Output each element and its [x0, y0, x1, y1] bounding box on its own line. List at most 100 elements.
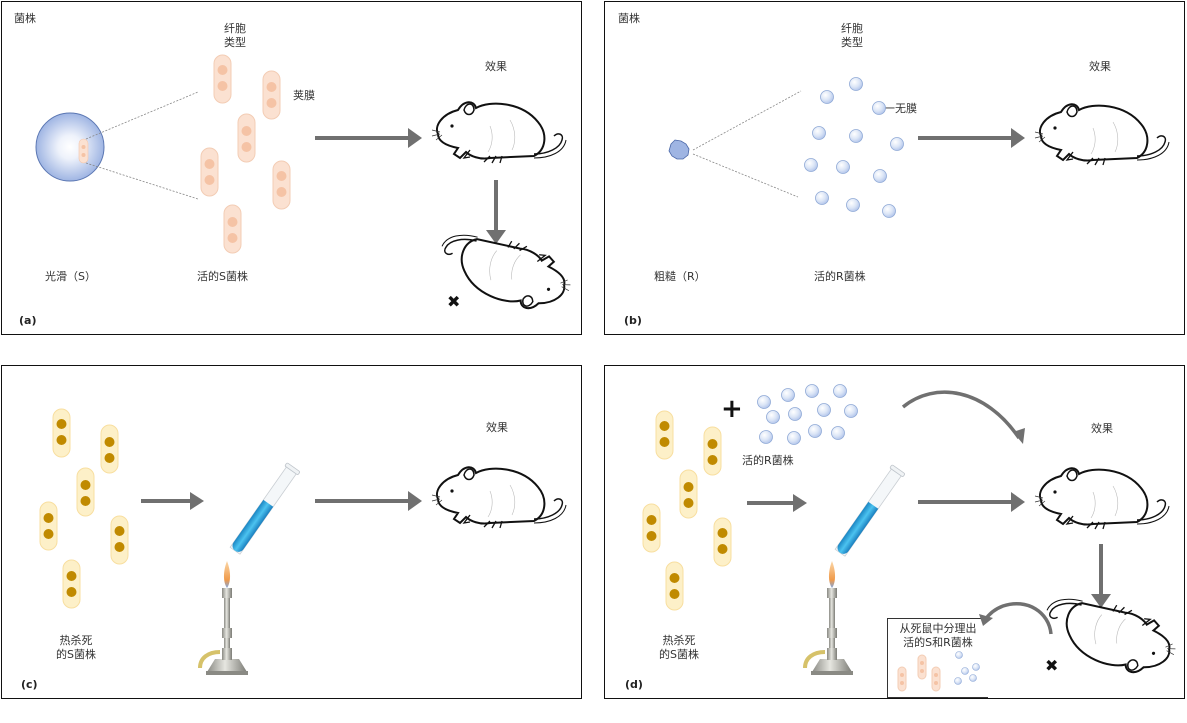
- panel-b: 菌株 纤胞 类型 一无膜 效果 粗糙（R） 活的R菌株 (b): [604, 1, 1185, 335]
- strain-header: 菌株: [14, 12, 36, 25]
- heat-killed-cell: [665, 561, 684, 611]
- heat-killed-s-cells: [642, 410, 732, 611]
- r-cell: [849, 129, 863, 143]
- r-cell: [873, 169, 887, 183]
- r-cell: [766, 410, 780, 424]
- isolation-box: 从死鼠中分理出 活的S和R菌株: [887, 618, 988, 698]
- r-cells: [804, 77, 904, 218]
- plus-sign: +: [721, 394, 743, 424]
- r-cell: [815, 191, 829, 205]
- cell-type-header: 纤胞 类型: [841, 22, 863, 50]
- cell-type-header: 纤胞 类型: [224, 22, 246, 50]
- isolated-r-cell: [955, 651, 963, 659]
- heat-killed-cell: [713, 517, 732, 567]
- effect-header: 效果: [1091, 422, 1113, 435]
- r-cell: [817, 403, 831, 417]
- r-cell: [831, 426, 845, 440]
- isolation-line2: 活的S和R菌株: [903, 636, 973, 649]
- dead-x-icon: ✖: [1045, 656, 1058, 675]
- r-cell: [808, 424, 822, 438]
- arrow-right-head: [190, 492, 204, 510]
- panel-id-label: (d): [625, 678, 643, 691]
- r-cell: [872, 101, 886, 115]
- heat-killed-cell: [76, 467, 95, 517]
- heat-killed-cell: [679, 469, 698, 519]
- s-cells: [200, 54, 291, 254]
- isolated-s-cell: [931, 666, 941, 692]
- panel-d: 效果 活的R菌株 + 热杀死 的S菌株 (d) 从死鼠中分理出 活的S和R菌株: [604, 365, 1185, 699]
- bunsen-burner-icon: [198, 561, 248, 675]
- isolated-r-cell: [972, 663, 980, 671]
- dead-x-icon: ✖: [447, 292, 460, 311]
- r-cell: [846, 198, 860, 212]
- capsule-label: 荚膜: [293, 89, 315, 102]
- r-cell: [804, 158, 818, 172]
- r-cell: [836, 160, 850, 174]
- panel-id-label: (b): [624, 314, 642, 327]
- mouse-icon: [431, 466, 567, 529]
- arrow-down-head: [1091, 594, 1111, 608]
- s-cell: [200, 147, 219, 197]
- r-cell: [759, 430, 773, 444]
- bunsen-burner-icon: [803, 561, 853, 675]
- cells-label-line2: 的S菌株: [659, 648, 699, 661]
- heat-killed-cell: [52, 408, 71, 458]
- isolated-r-cell: [969, 674, 977, 682]
- cell-type-header-line2: 类型: [841, 36, 863, 49]
- arrow-right-2-head: [408, 491, 422, 511]
- panel-a: 菌株 纤胞 类型 荚膜 效果 光滑（S） 活的S菌株 (a) ✖: [1, 1, 582, 335]
- panel-c-graphics: [39, 408, 567, 675]
- heat-killed-cell: [100, 424, 119, 474]
- live-r-cells: [757, 384, 858, 445]
- cell-type-header-line1: 纤胞: [224, 22, 246, 35]
- no-capsule-label: 一无膜: [884, 102, 917, 115]
- heat-killed-cell: [62, 559, 81, 609]
- cells-label: 热杀死 的S菌株: [659, 634, 699, 662]
- isolated-s-cell: [897, 666, 907, 692]
- test-tube-icon: [229, 462, 300, 555]
- cell-type-header-line2: 类型: [224, 36, 246, 49]
- r-cell: [820, 90, 834, 104]
- test-tube-icon: [834, 464, 905, 557]
- curved-arrow-bottom: [983, 602, 1053, 635]
- mouse-icon: [1034, 467, 1170, 530]
- zoom-line-bottom: [85, 162, 199, 200]
- arrow-right-head: [408, 128, 422, 148]
- isolated-r-cell: [961, 667, 969, 675]
- cells-label: 热杀死 的S菌株: [56, 634, 96, 662]
- r-cell: [844, 404, 858, 418]
- cells-label-line2: 的S菌株: [56, 648, 96, 661]
- r-cell: [781, 388, 795, 402]
- effect-header: 效果: [1089, 60, 1111, 73]
- cell-type-header-line1: 纤胞: [841, 22, 863, 35]
- heat-killed-s-cells: [39, 408, 129, 609]
- panel-a-graphics: ✖: [35, 54, 579, 319]
- s-cell: [223, 204, 242, 254]
- r-cell: [890, 137, 904, 151]
- arrow-right-2-head: [1011, 492, 1025, 512]
- r-cell: [805, 384, 819, 398]
- strain-name: 光滑（S）: [45, 270, 96, 283]
- curved-arrow-bottom-head: [979, 614, 993, 626]
- panel-c: 效果 热杀死 的S菌株 (c): [1, 365, 582, 699]
- curved-arrow-top-head: [1013, 428, 1025, 444]
- heat-killed-cell: [655, 410, 674, 460]
- r-cell: [788, 407, 802, 421]
- heat-killed-cell: [110, 515, 129, 565]
- live-r-label: 活的R菌株: [742, 454, 794, 467]
- cells-label: 活的S菌株: [197, 270, 248, 283]
- strain-header: 菌株: [618, 12, 640, 25]
- isolated-s-cell: [917, 654, 927, 680]
- colony-s-sphere: [35, 112, 105, 182]
- isolated-r-cell: [954, 677, 962, 685]
- s-cell: [237, 113, 256, 163]
- zoom-line-top: [692, 90, 802, 151]
- r-cell: [849, 77, 863, 91]
- panel-id-label: (c): [21, 678, 38, 691]
- r-cell: [882, 204, 896, 218]
- r-cell: [812, 126, 826, 140]
- mouse-icon: [1034, 103, 1170, 166]
- cells-label-line1: 热杀死: [59, 634, 93, 647]
- heat-killed-cell: [703, 426, 722, 476]
- mouse-icon: [431, 101, 567, 164]
